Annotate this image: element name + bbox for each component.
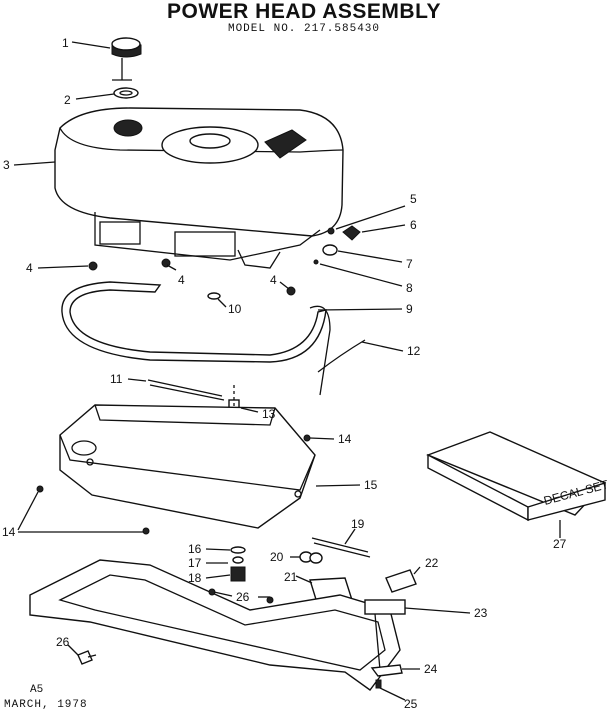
- callout-26a: 26: [56, 635, 70, 649]
- leader-lines: [13, 41, 561, 701]
- callout-12: 12: [407, 344, 421, 358]
- model-number: MODEL NO. 217.585430: [227, 23, 381, 35]
- callout-23: 23: [474, 606, 488, 620]
- callout-27: 27: [553, 537, 567, 551]
- callout-13: 13: [262, 407, 276, 421]
- callout-14b: 14: [2, 525, 16, 539]
- callout-1: 1: [62, 36, 69, 50]
- callout-10: 10: [228, 302, 242, 316]
- part-screw-26b: [266, 596, 274, 604]
- callout-18: 18: [188, 571, 202, 585]
- callout-11: 11: [110, 372, 123, 386]
- part-screw-4a: [88, 261, 98, 271]
- part-washer-10: [207, 292, 221, 300]
- part-screw-14c: [303, 434, 311, 442]
- footer-date: MARCH, 1978: [4, 699, 88, 711]
- callout-20: 20: [270, 550, 284, 564]
- callout-5: 5: [410, 192, 417, 206]
- part-washer-17: [232, 556, 244, 564]
- part-screw-25: [375, 679, 382, 689]
- callout-9: 9: [406, 302, 413, 316]
- part-screw-14b: [142, 527, 150, 535]
- callout-16: 16: [188, 542, 202, 556]
- part-cap-gasket: [113, 87, 139, 99]
- callout-15: 15: [364, 478, 378, 492]
- part-knob-6: [342, 225, 361, 241]
- part-fuel-cap: [111, 37, 142, 81]
- part-rod-19: [311, 537, 371, 558]
- callout-3: 3: [3, 158, 10, 172]
- callout-4b: 4: [178, 273, 185, 287]
- part-seal-9: [61, 281, 327, 363]
- part-spring-18: [230, 566, 246, 582]
- part-grommet-7: [322, 244, 338, 256]
- callout-22: 22: [425, 556, 439, 570]
- part-nut-5: [327, 227, 335, 235]
- callout-24: 24: [424, 662, 438, 676]
- callout-labels: 1 2 3 4 4 4 5 6 7 8 9 10 11 12 13 14 14 …: [2, 36, 567, 711]
- callout-25: 25: [404, 697, 418, 711]
- part-fitting-22: [385, 569, 417, 593]
- part-power-head-cover: [54, 107, 344, 269]
- callout-4c: 4: [270, 273, 277, 287]
- part-decal-set-27: DECAL SET: [426, 431, 608, 522]
- part-bolt-26: [77, 650, 93, 665]
- callout-19: 19: [351, 517, 365, 531]
- diagram-title: POWER HEAD ASSEMBLY: [167, 0, 441, 23]
- callout-26b: 26: [236, 590, 250, 604]
- part-base-pan-15: [59, 404, 316, 529]
- callout-21: 21: [284, 570, 298, 584]
- callout-8: 8: [406, 281, 413, 295]
- part-pin-8: [313, 259, 319, 265]
- part-clip-24: [370, 664, 403, 677]
- callout-4a: 4: [26, 261, 33, 275]
- callout-6: 6: [410, 218, 417, 232]
- callout-17: 17: [188, 556, 202, 570]
- part-screw-14a: [36, 485, 44, 493]
- part-frame-23: [29, 559, 406, 691]
- part-hose-12: [309, 305, 331, 396]
- part-washer-16: [230, 546, 246, 554]
- callout-14a: 14: [338, 432, 352, 446]
- callout-7: 7: [406, 257, 413, 271]
- part-spring-11: [147, 379, 225, 401]
- callout-2: 2: [64, 93, 71, 107]
- footer-code: A5: [30, 684, 44, 696]
